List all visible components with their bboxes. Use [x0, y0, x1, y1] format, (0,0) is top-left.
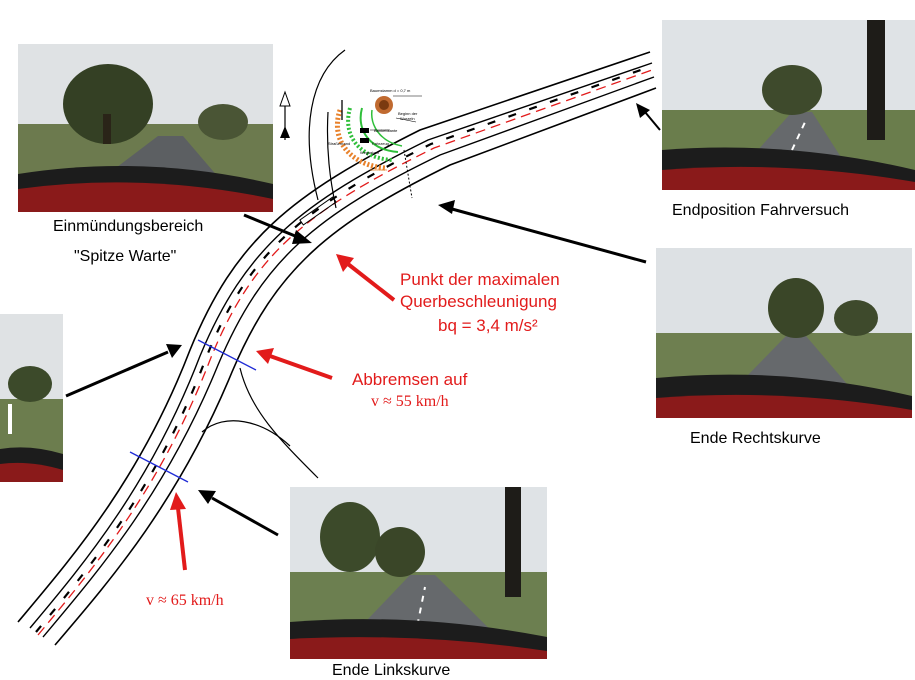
photo-ende-linkskurve [290, 487, 547, 659]
photo-ende-rechtskurve [656, 248, 912, 418]
label-punkt-3: bq = 3,4 m/s² [438, 316, 538, 335]
inset-sketch [334, 95, 422, 171]
junction-island [299, 196, 337, 226]
inset-fahrzeug: Fahrzeug [372, 141, 389, 146]
marker-65 [129, 451, 189, 483]
inset-beginn-1: Beginn der [398, 111, 418, 116]
label-abbremsen-2: v ≈ 55 km/h [371, 393, 449, 410]
inset-bordstein: Bordstein [370, 167, 387, 172]
photo-einmuendung [18, 44, 273, 212]
dotted-guide [403, 149, 413, 199]
arrow-endposition-top [636, 103, 661, 131]
label-ende-linkskurve: Ende Linkskurve [332, 662, 451, 679]
arrow-left-photo [65, 344, 182, 398]
label-punkt-1: Punkt der maximalen [400, 270, 560, 289]
arrow-einmuendung [243, 213, 312, 244]
inset-beginn-2: Wurzeln [400, 116, 415, 121]
driving-line [37, 69, 653, 636]
road-edge-outer-left [17, 51, 651, 623]
label-v65: v ≈ 65 km/h [146, 592, 224, 609]
arrow-punkt [336, 254, 396, 302]
junction-curve-top [308, 49, 346, 201]
arrow-linkskurve [198, 490, 279, 537]
side-road-edge-1 [239, 367, 319, 479]
label-einmuendung-2: "Spitze Warte" [74, 248, 177, 265]
photo-endposition [662, 20, 915, 190]
arrow-endposition [438, 200, 647, 264]
marker-55 [197, 339, 257, 371]
center-dashes [35, 64, 653, 633]
arrow-abbremsen [256, 348, 333, 380]
label-einmuendung-1: Einmündungsbereich [53, 218, 204, 235]
label-abbremsen-1: Abbremsen auf [352, 370, 468, 389]
label-endposition: Endposition Fahrversuch [672, 202, 849, 219]
arrow-v65 [170, 492, 187, 571]
label-punkt-2: Querbeschleunigung [400, 292, 557, 311]
inset-strassenrand: Straßenrand [328, 141, 350, 146]
inset-wegsehen: Wegsehen [360, 150, 379, 155]
photo-left-partial [0, 314, 63, 482]
inset-bankett: Bankettkante [374, 128, 398, 133]
inset-baumstamm: Baumstamm d = 0,7 m [370, 88, 411, 93]
label-ende-rechtskurve: Ende Rechtskurve [690, 430, 821, 447]
road-edge-inner-left [29, 62, 653, 629]
side-road-edge-2 [201, 420, 291, 447]
road-edge-outer-right [54, 87, 657, 646]
north-arrow-icon [279, 90, 291, 140]
road-edge-inner-right [42, 76, 655, 638]
